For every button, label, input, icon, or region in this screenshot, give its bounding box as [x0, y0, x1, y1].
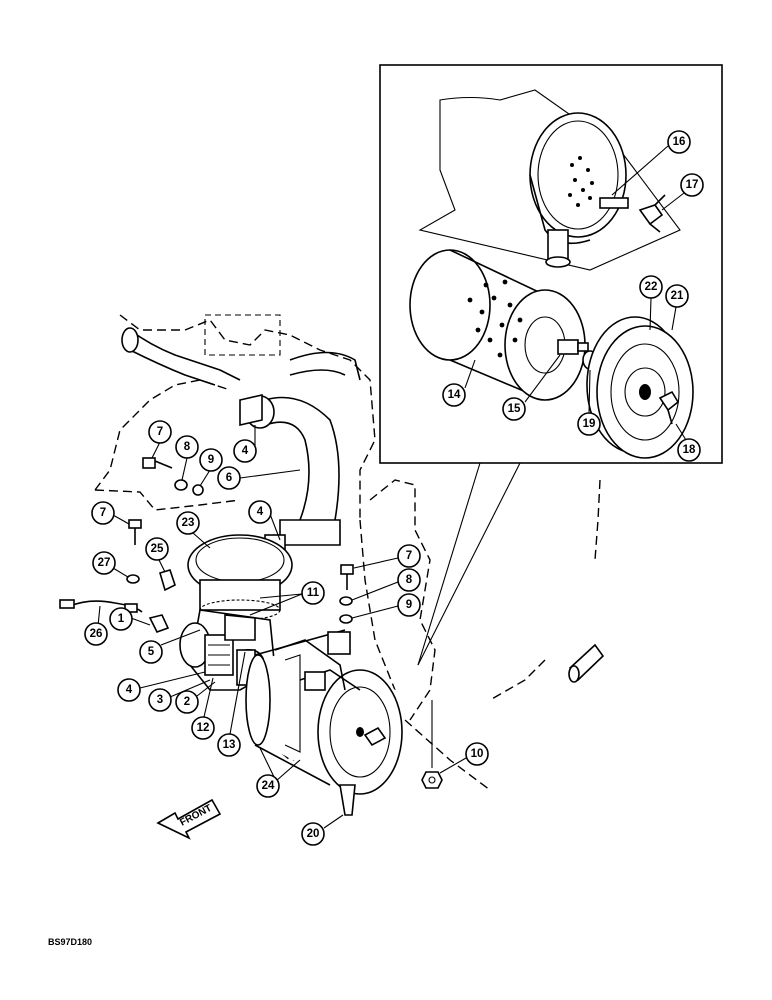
nut-10 [421, 700, 443, 789]
callout-12: 12 [191, 677, 215, 740]
callout-20: 20 [301, 814, 344, 846]
svg-text:12: 12 [197, 722, 210, 734]
cover-21 [586, 316, 694, 459]
svg-text:2: 2 [184, 696, 190, 708]
callout-24: 24 [256, 747, 301, 798]
svg-text:21: 21 [671, 290, 684, 302]
cover-wing-nut [363, 726, 387, 747]
callout-16: 16 [611, 130, 691, 196]
svg-text:26: 26 [90, 628, 103, 640]
callout-1: 1 [109, 607, 151, 631]
callout-9-right: 9 [351, 593, 421, 619]
callout-19: 19 [577, 369, 601, 436]
svg-text:3: 3 [157, 694, 163, 706]
callout-4-bottom: 4 [117, 671, 206, 702]
callout-22: 22 [639, 275, 663, 331]
callout-8-right: 8 [351, 568, 421, 601]
svg-text:6: 6 [226, 472, 232, 484]
callout-7-right: 7 [353, 544, 421, 569]
svg-text:7: 7 [157, 426, 163, 438]
upper-intake-pipe [121, 314, 361, 386]
callout-27: 27 [92, 551, 129, 578]
pipe-segment-right [568, 643, 605, 683]
svg-text:7: 7 [100, 507, 106, 519]
callout-3: 3 [148, 679, 211, 712]
svg-text:20: 20 [307, 828, 320, 840]
callout-14: 14 [442, 359, 476, 407]
svg-text:13: 13 [223, 739, 236, 751]
bolt-7-right [340, 564, 354, 590]
air-cleaner-body [245, 629, 403, 795]
sensor-1 [148, 614, 170, 633]
filter-element [409, 249, 586, 401]
svg-text:14: 14 [448, 389, 461, 401]
washer-9-right [339, 614, 353, 624]
svg-text:9: 9 [208, 454, 214, 466]
callout-17: 17 [661, 173, 704, 211]
callout-8-upper: 8 [175, 435, 199, 481]
svg-text:10: 10 [471, 748, 484, 760]
callout-26: 26 [84, 605, 108, 646]
svg-text:23: 23 [182, 517, 195, 529]
callout-13: 13 [217, 651, 246, 757]
callout-23: 23 [176, 511, 211, 549]
callout-7-left: 7 [91, 501, 130, 525]
dust-valve [339, 784, 356, 816]
main-assembly [59, 314, 605, 816]
detail-inset [379, 64, 723, 666]
svg-text:19: 19 [583, 418, 596, 430]
svg-text:15: 15 [508, 403, 521, 415]
fitting-25 [159, 569, 176, 592]
svg-text:24: 24 [262, 780, 275, 792]
svg-text:11: 11 [307, 587, 320, 599]
callout-5: 5 [139, 629, 201, 664]
svg-text:4: 4 [126, 684, 133, 696]
figure-code: BS97D180 [48, 937, 92, 947]
svg-text:8: 8 [406, 574, 413, 586]
svg-text:8: 8 [184, 441, 191, 453]
wing-nut-17 [638, 194, 666, 233]
svg-text:22: 22 [645, 281, 658, 293]
wing-nut-18 [658, 390, 680, 425]
filter-housing-shell [529, 112, 629, 268]
callout-9-upper: 9 [199, 448, 223, 487]
washer-8-upper [174, 479, 188, 491]
callout-21: 21 [665, 284, 689, 331]
nut-15 [557, 339, 589, 355]
callout-4-top: 4 [233, 425, 257, 463]
callout-10: 10 [439, 742, 489, 774]
svg-text:25: 25 [151, 543, 164, 555]
washer-27 [126, 574, 140, 584]
callout-25: 25 [145, 537, 169, 573]
svg-text:4: 4 [257, 506, 264, 518]
svg-text:16: 16 [673, 136, 686, 148]
washer-8-right [339, 596, 353, 606]
callout-15: 15 [502, 354, 561, 421]
svg-text:9: 9 [406, 599, 412, 611]
callout-6: 6 [217, 466, 301, 490]
callout-2: 2 [175, 681, 216, 714]
callout-11: 11 [249, 581, 325, 616]
bolt-7-upper [142, 457, 173, 469]
svg-text:27: 27 [98, 557, 111, 569]
callout-7-upper: 7 [148, 420, 172, 459]
svg-text:18: 18 [683, 444, 696, 456]
washer-9-upper [192, 484, 204, 496]
callout-18: 18 [675, 423, 701, 462]
hose-clamp-top [239, 393, 263, 427]
svg-text:7: 7 [406, 550, 412, 562]
bolt-7-left [128, 519, 142, 545]
svg-text:5: 5 [148, 646, 155, 658]
callout-4-middle: 4 [248, 500, 281, 541]
svg-text:17: 17 [686, 179, 699, 191]
wire-harness-26 [59, 599, 143, 613]
precleaner-23 [187, 534, 293, 621]
svg-text:1: 1 [118, 613, 125, 625]
svg-text:4: 4 [242, 445, 249, 457]
front-direction-arrow: FRONT [156, 798, 222, 840]
